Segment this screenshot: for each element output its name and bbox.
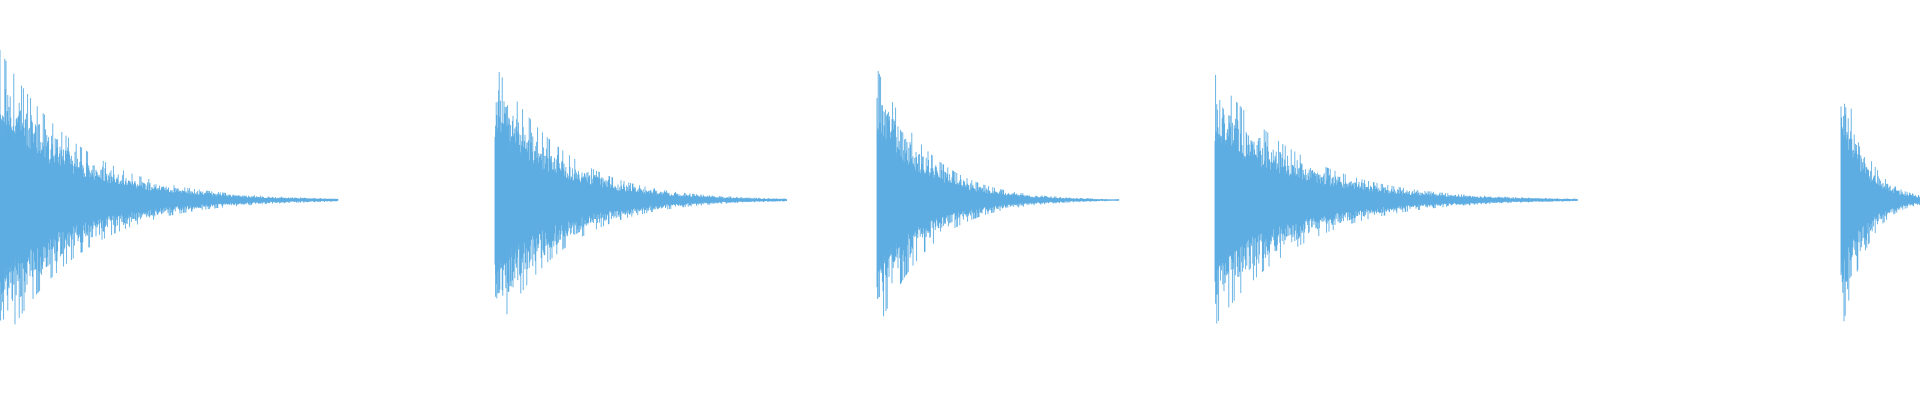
waveform-transient-5: [1840, 103, 1920, 322]
waveform-transient-core: [0, 117, 60, 283]
waveform-transient-core: [1841, 125, 1856, 275]
waveform-transient-3: [876, 70, 1120, 317]
waveform-transient-core: [495, 125, 548, 275]
waveform-transient-core: [1215, 130, 1275, 270]
waveform-transient-core: [877, 127, 921, 273]
waveform-transient-2: [494, 71, 788, 315]
waveform-transient-4: [1214, 74, 1578, 324]
waveform-transient-1: [0, 50, 339, 325]
